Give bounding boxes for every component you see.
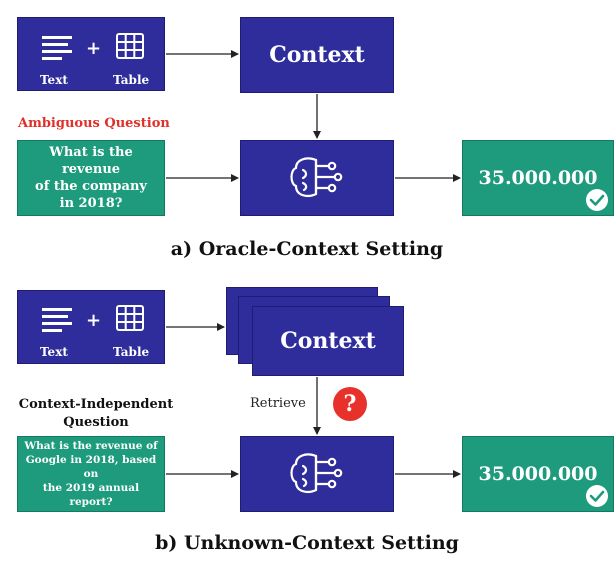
bottom-answer-box: 35.000.000 — [462, 436, 614, 512]
top-table-label: Table — [113, 73, 150, 87]
top-question-line: in 2018? — [59, 196, 123, 211]
top-question-line: of the company — [35, 179, 147, 194]
bottom-plus-label: + — [86, 310, 102, 331]
bottom-question-line: the 2019 annual report? — [42, 482, 140, 508]
top-question-box: What is the revenue of the company in 20… — [17, 140, 165, 216]
bottom-table-label: Table — [113, 345, 150, 359]
bottom-context-stack-front: Context — [252, 306, 404, 376]
top-caption: a) Oracle-Context Setting — [170, 238, 444, 260]
top-context-label: Context — [269, 42, 365, 68]
top-text-label: Text — [40, 73, 68, 87]
bottom-text-label: Text — [40, 345, 68, 359]
retrieve-label: Retrieve — [250, 396, 306, 411]
question-mark-icon: ? — [333, 387, 367, 421]
top-answer-box: 35.000.000 — [462, 140, 614, 216]
top-question-line: What is the revenue — [49, 145, 133, 177]
top-plus-label: + — [86, 38, 102, 59]
bottom-question-heading-line: Question — [63, 415, 129, 430]
bottom-question-line: Google in 2018, based on — [25, 454, 157, 480]
top-question-heading: Ambiguous Question — [18, 116, 170, 131]
bottom-question-box: What is the revenue of Google in 2018, b… — [17, 436, 165, 512]
bottom-question-heading-line: Context-Independent — [18, 397, 174, 412]
bottom-question-heading: Context-Independent Question — [18, 396, 174, 432]
unknown-mark: ? — [343, 391, 357, 417]
bottom-context-label: Context — [280, 328, 376, 354]
top-context-box: Context — [240, 17, 394, 93]
top-answer-value: 35.000.000 — [478, 167, 598, 189]
top-model-box — [240, 140, 394, 216]
bottom-answer-value: 35.000.000 — [478, 463, 598, 485]
bottom-model-box — [240, 436, 394, 512]
bottom-question-line: What is the revenue of — [24, 440, 158, 452]
bottom-caption: b) Unknown-Context Setting — [155, 532, 459, 554]
